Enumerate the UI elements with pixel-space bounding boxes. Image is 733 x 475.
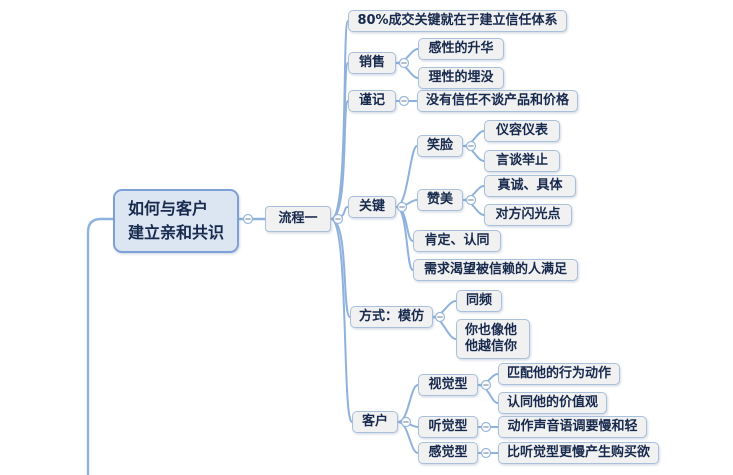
node-feeling-type[interactable]: 感觉型 [418, 442, 478, 465]
node-need-trusted[interactable]: 需求渴望被信赖的人满足 [413, 259, 578, 282]
node-no-trust-no-talk[interactable]: 没有信任不谈产品和价格 [417, 90, 579, 113]
node-sincere-specific[interactable]: 真诚、具体 [484, 175, 576, 198]
edge [397, 421, 419, 454]
node-key[interactable]: 关键 [348, 196, 396, 219]
collapse-toggle[interactable] [480, 447, 492, 459]
collapse-toggle[interactable] [480, 379, 492, 391]
collapse-toggle[interactable] [242, 213, 254, 225]
node-remember[interactable]: 谨记 [348, 90, 396, 113]
node-like-him-trust[interactable]: 你也像他 他越信你 [456, 319, 530, 359]
collapse-toggle[interactable] [398, 95, 410, 107]
node-method-imitate[interactable]: 方式：模仿 [350, 306, 434, 329]
node-affirm-agree[interactable]: 肯定、认同 [413, 230, 501, 253]
edge [330, 218, 351, 318]
collapse-toggle[interactable] [398, 57, 410, 69]
edge [431, 316, 457, 340]
node-shining-points[interactable]: 对方闪光点 [484, 204, 572, 227]
node-slower-desire[interactable]: 比听觉型更慢产生购买欲 [498, 442, 660, 465]
node-emotional-rise[interactable]: 感性的升华 [418, 38, 504, 61]
edge-root-offscreen [86, 217, 115, 475]
edge [395, 62, 419, 79]
node-match-behavior[interactable]: 匹配他的行为动作 [498, 363, 621, 386]
node-appearance[interactable]: 仪容仪表 [484, 120, 560, 143]
node-slow-and-soft[interactable]: 动作声音语调要慢和轻 [498, 416, 647, 439]
node-same-frequency[interactable]: 同频 [456, 290, 502, 313]
node-agree-values[interactable]: 认同他的价值观 [498, 392, 608, 415]
edge [477, 384, 499, 404]
node-root[interactable]: 如何与客户 建立亲和共识 [113, 189, 240, 253]
edge [395, 145, 418, 208]
node-sales[interactable]: 销售 [348, 52, 396, 75]
edge [330, 100, 349, 220]
collapse-toggle[interactable] [465, 140, 477, 152]
collapse-toggle[interactable] [465, 194, 477, 206]
node-80-trust[interactable]: 80%成交关键就在于建立信任体系 [348, 10, 567, 33]
edge [330, 218, 353, 423]
node-visual-type[interactable]: 视觉型 [418, 374, 478, 397]
node-rational-bury[interactable]: 理性的埋没 [418, 67, 504, 90]
node-customer[interactable]: 客户 [352, 411, 398, 434]
collapse-toggle[interactable] [400, 416, 412, 428]
node-speech-manner[interactable]: 言谈举止 [484, 150, 560, 173]
edge [462, 145, 485, 162]
edge [397, 384, 419, 423]
node-smile[interactable]: 笑脸 [417, 135, 463, 158]
edge [462, 199, 485, 216]
collapse-toggle[interactable] [434, 311, 446, 323]
collapse-toggle[interactable] [396, 201, 408, 213]
node-auditory-type[interactable]: 听觉型 [418, 416, 478, 439]
collapse-toggle[interactable] [480, 421, 492, 433]
collapse-toggle[interactable] [332, 213, 344, 225]
node-process-1[interactable]: 流程一 [265, 206, 331, 232]
node-praise[interactable]: 赞美 [417, 189, 463, 212]
